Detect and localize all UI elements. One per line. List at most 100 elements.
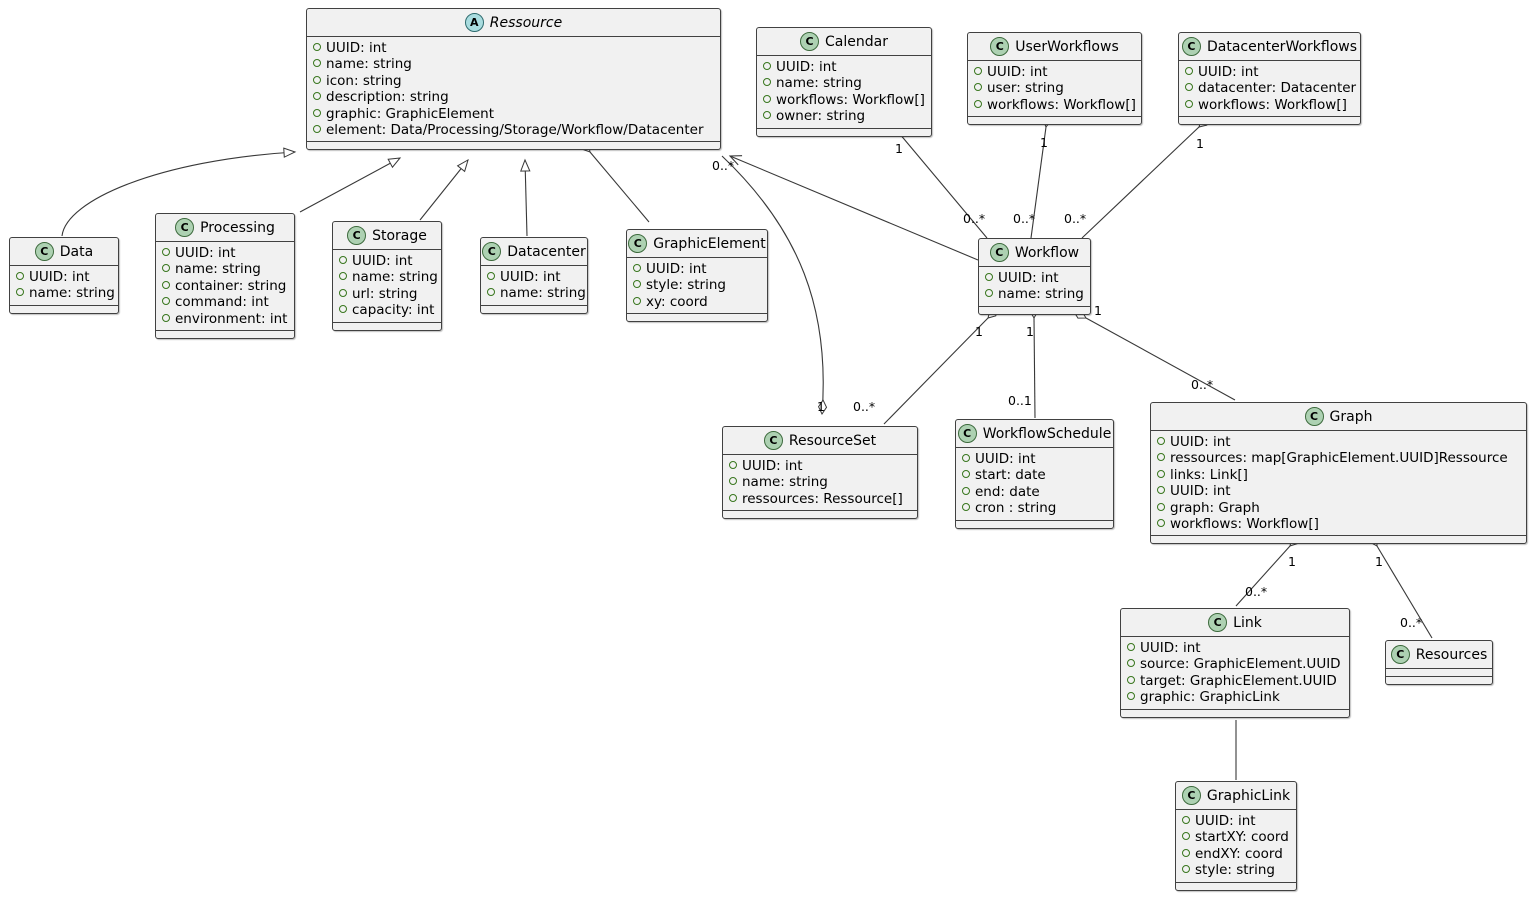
class-title-ressource: Ressource	[489, 14, 563, 31]
edge-storage-ressource	[419, 158, 469, 221]
public-visibility-icon	[1127, 659, 1135, 668]
attribute-row: UUID: int	[1157, 483, 1520, 499]
attribute-row: name: string	[985, 286, 1084, 302]
class-icon: C	[990, 37, 1010, 56]
attribute-row: description: string	[313, 89, 714, 105]
public-visibility-icon	[16, 288, 24, 297]
public-visibility-icon	[1157, 453, 1165, 462]
attribute-label: capacity: int	[352, 302, 435, 319]
class-methods-ressource	[307, 142, 720, 149]
class-icon: C	[628, 234, 648, 253]
attribute-label: UUID: int	[1198, 64, 1259, 80]
attribute-row: UUID: int	[1185, 64, 1354, 80]
class-methods-graphiclink	[1176, 883, 1296, 890]
attribute-label: name: string	[776, 75, 862, 92]
class-methods-link	[1121, 710, 1349, 717]
attribute-row: url: string	[339, 286, 435, 302]
attribute-row: workflows: Workflow[]	[1157, 516, 1520, 532]
attribute-label: ressources: Ressource[]	[742, 490, 903, 507]
attribute-label: icon: string	[326, 72, 402, 89]
multiplicity-label: 0..*	[1191, 377, 1214, 392]
public-visibility-icon	[1127, 675, 1135, 684]
public-visibility-icon	[162, 248, 170, 256]
attribute-label: name: string	[500, 285, 586, 302]
public-visibility-icon	[339, 288, 347, 297]
attribute-row: ressources: Ressource[]	[729, 491, 911, 507]
class-title-datacenter: Datacenter	[507, 243, 586, 260]
public-visibility-icon	[985, 273, 993, 281]
public-visibility-icon	[487, 272, 495, 280]
attribute-label: style: string	[646, 277, 726, 294]
attribute-label: UUID: int	[646, 261, 707, 277]
public-visibility-icon	[763, 62, 771, 70]
attribute-label: name: string	[326, 56, 412, 73]
attribute-row: end: date	[962, 484, 1107, 500]
multiplicity-label: 1	[1375, 554, 1383, 569]
attribute-label: endXY: coord	[1195, 845, 1283, 862]
edge-datacenter-ressource	[520, 158, 531, 237]
public-visibility-icon	[162, 313, 170, 322]
attribute-row: UUID: int	[16, 269, 112, 285]
attribute-row: UUID: int	[1157, 434, 1520, 450]
multiplicity-label: 0..1	[1008, 393, 1032, 408]
public-visibility-icon	[313, 75, 321, 84]
public-visibility-icon	[763, 78, 771, 87]
multiplicity-label: 0..*	[853, 399, 876, 414]
class-title-link: Link	[1233, 614, 1262, 631]
attribute-row: datacenter: Datacenter	[1185, 80, 1357, 97]
public-visibility-icon	[974, 83, 982, 92]
class-title-datacenterworkflows: DatacenterWorkflows	[1206, 38, 1358, 55]
attribute-row: style: string	[633, 277, 761, 293]
class-title-workflow: Workflow	[1014, 244, 1080, 261]
attribute-label: UUID: int	[998, 270, 1059, 286]
attribute-row: UUID: int	[962, 451, 1107, 467]
public-visibility-icon	[962, 470, 970, 479]
class-methods-calendar	[757, 129, 931, 136]
attribute-label: graphic: GraphicElement	[326, 105, 495, 122]
attribute-row: source: GraphicElement.UUID	[1127, 656, 1343, 672]
class-icon: C	[347, 226, 367, 245]
public-visibility-icon	[729, 493, 737, 502]
class-methods-processing	[156, 331, 294, 338]
class-methods-graph	[1151, 536, 1526, 543]
attribute-label: name: string	[175, 261, 261, 278]
attribute-label: end: date	[975, 483, 1040, 500]
attribute-row: UUID: int	[339, 253, 435, 269]
attribute-row: workflows: Workflow[]	[974, 97, 1136, 113]
public-visibility-icon	[1182, 816, 1190, 824]
public-visibility-icon	[763, 111, 771, 120]
attribute-row: UUID: int	[487, 269, 581, 285]
attribute-label: datacenter: Datacenter	[1198, 80, 1357, 97]
public-visibility-icon	[1157, 469, 1165, 478]
attribute-row: workflows: Workflow[]	[1185, 97, 1354, 113]
class-icon: C	[1304, 407, 1324, 426]
